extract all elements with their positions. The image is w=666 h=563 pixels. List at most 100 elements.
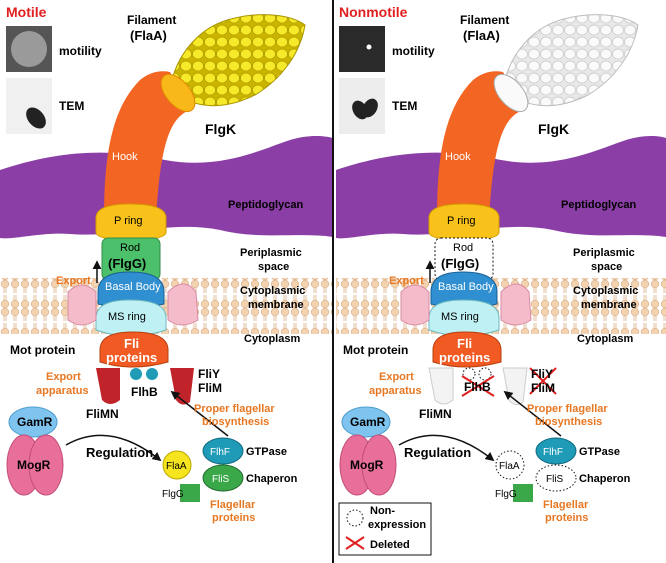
flhb-dot-1: [130, 368, 142, 380]
flhb-dot-2: [146, 368, 158, 380]
legend-deleted-label: Deleted: [370, 539, 410, 551]
proper-label-1: Proper flagellar: [194, 403, 275, 415]
ms-ring-label-right: MS ring: [441, 311, 479, 323]
tem-label: TEM: [59, 99, 84, 113]
cyto-membrane-label-1-right: Cytoplasmic: [573, 285, 638, 297]
gtpase-label: GTPase: [246, 446, 287, 458]
cyto-membrane-label-2: membrane: [248, 299, 304, 311]
peptidoglycan-layer-right: [336, 136, 666, 239]
flgk-junction: [160, 73, 196, 113]
basal-body-label-right: Basal Body: [438, 281, 494, 293]
flhf-label-right: FlhF: [543, 447, 563, 458]
left-title: Motile: [6, 4, 47, 20]
flgk-junction-right: [493, 73, 529, 113]
fli-label-2-right: proteins: [439, 350, 490, 365]
flhb-label: FlhB: [131, 385, 158, 399]
tem-label-right: TEM: [392, 99, 417, 113]
flgg-label: FlgG: [162, 489, 184, 500]
fli-proteins-shape-right: [432, 331, 502, 368]
flim-label: FliM: [198, 381, 222, 395]
cyto-membrane-label-1: Cytoplasmic: [240, 285, 305, 297]
fli-label-1: Fli: [124, 336, 139, 351]
periplasmic-label-1: Periplasmic: [240, 247, 302, 259]
cyto-membrane-label-2-right: membrane: [581, 299, 637, 311]
left-panel: [0, 14, 333, 502]
flhb-dot-1-r: [462, 367, 476, 381]
proper-label-2-right: biosynthesis: [535, 416, 602, 428]
biosynthesis-arrow-right: [503, 390, 562, 437]
regulation-arrow-right: [398, 434, 495, 462]
export-apparatus-label-1-right: Export: [379, 371, 414, 383]
export-apparatus-left-r: [428, 367, 454, 405]
motility-label-right: motility: [392, 44, 435, 58]
flagellar-label-2-right: proteins: [545, 512, 588, 524]
mogr-shape-2: [28, 434, 64, 496]
deleted-mark-flhb: [461, 375, 495, 397]
flhb-dot-2-r: [478, 367, 492, 381]
filament-shape-right: [502, 14, 639, 107]
chaperon-label: Chaperon: [246, 473, 298, 485]
flhf-shape: [202, 437, 244, 465]
rod-label-right: Rod: [453, 242, 473, 254]
biosynthesis-arrow: [170, 390, 229, 437]
flgg-label-right: FlgG: [495, 489, 517, 500]
motility-halo: [11, 31, 47, 67]
flaa-label: FlaA: [166, 461, 187, 472]
flis-label-right: FliS: [546, 474, 564, 485]
flis-shape-right: [535, 464, 577, 492]
legend-nonexpression-label-2: expression: [368, 519, 426, 531]
mot-protein-label: Mot protein: [10, 343, 75, 357]
flhb-label-right: FlhB: [464, 380, 491, 394]
flgg-shape-right: [513, 484, 533, 502]
fliy-label-right: FliY: [531, 367, 553, 381]
legend-nonexpression-label-1: Non-: [370, 505, 395, 517]
gtpase-label-right: GTPase: [579, 446, 620, 458]
flhf-shape-right: [535, 437, 577, 465]
fliy-label: FliY: [198, 367, 220, 381]
fli-label-2: proteins: [106, 350, 157, 365]
filament-shape: [169, 14, 306, 107]
flaa-label-right: FlaA: [499, 461, 520, 472]
legend-nonexpression-icon: [346, 509, 364, 527]
hook-shape-right: [437, 71, 523, 220]
rod-protein-label-right: (FlgG): [441, 256, 479, 271]
peptidoglycan-label-right: Peptidoglycan: [561, 199, 636, 211]
flim-label-right: FliM: [531, 381, 555, 395]
filament-label-right: Filament: [460, 13, 509, 27]
flaa-shape-right: [495, 450, 525, 480]
ms-ring-label: MS ring: [108, 311, 146, 323]
motility-image-right: [339, 26, 385, 72]
proper-label-2: biosynthesis: [202, 416, 269, 428]
export-label-right: Export: [389, 275, 424, 287]
export-apparatus-left: [96, 368, 120, 404]
p-ring-label-right: P ring: [447, 215, 476, 227]
motility-dot-right: [366, 44, 372, 50]
periplasmic-label-2: space: [258, 261, 289, 273]
flimn-label: FliMN: [86, 407, 119, 421]
periplasmic-label-1-right: Periplasmic: [573, 247, 635, 259]
cytoplasm-label: Cytoplasm: [244, 333, 300, 345]
flagellar-label-2: proteins: [212, 512, 255, 524]
mogr-label-right: MogR: [350, 458, 384, 472]
rod-label: Rod: [120, 242, 140, 254]
mot-protein-label-right: Mot protein: [343, 343, 408, 357]
export-label: Export: [56, 275, 91, 287]
flimn-label-right: FliMN: [419, 407, 452, 421]
flagellar-label-1-right: Flagellar: [543, 499, 589, 511]
export-apparatus-label-2-right: apparatus: [369, 385, 422, 397]
cytoplasm-label-right: Cytoplasm: [577, 333, 633, 345]
regulation-arrow: [65, 434, 162, 462]
mot-protein-left-r: [400, 284, 430, 326]
p-ring-label: P ring: [114, 215, 143, 227]
flgg-shape: [180, 484, 200, 502]
right-panel: [336, 14, 666, 556]
gamr-shape-right: [341, 406, 391, 438]
gamr-label-right: GamR: [350, 415, 386, 429]
filament-protein-label: (FlaA): [130, 28, 167, 43]
deleted-mark-fliy: [529, 367, 557, 395]
flgk-label: FlgK: [205, 121, 236, 137]
flaa-shape: [162, 450, 192, 480]
tem-cell-right-2: [362, 98, 378, 118]
proper-label-1-right: Proper flagellar: [527, 403, 608, 415]
